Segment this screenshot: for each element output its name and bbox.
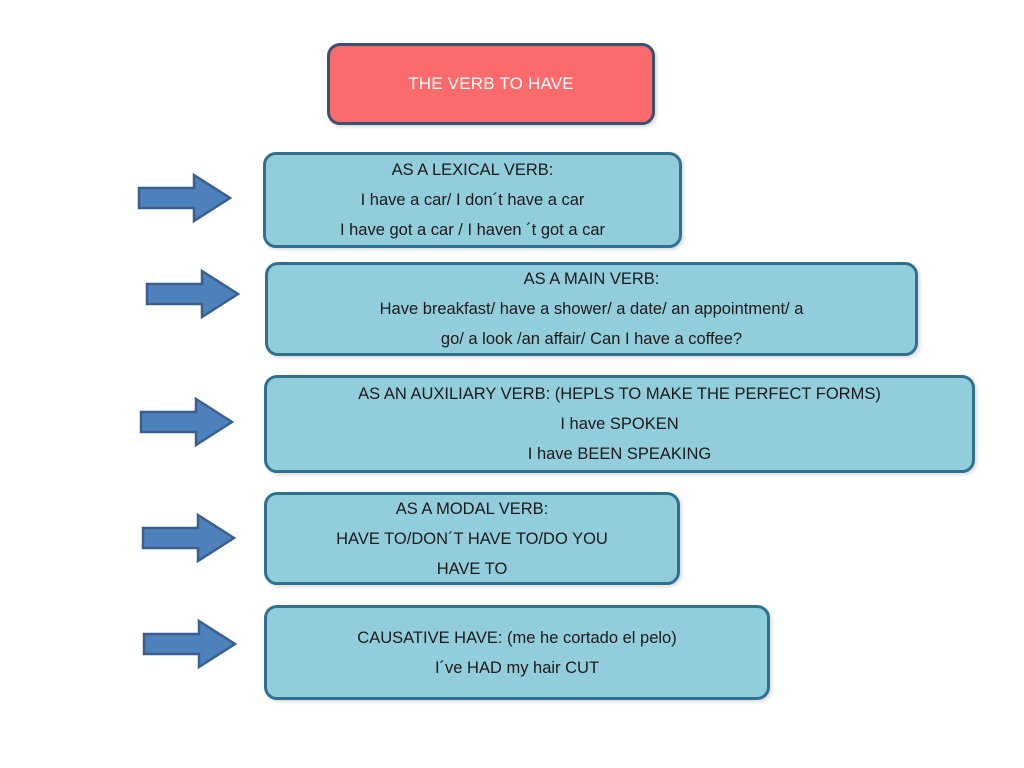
title-label: THE VERB TO HAVE xyxy=(408,74,574,93)
arrow-causative-have xyxy=(142,618,238,670)
box-auxiliary-verb[interactable]: AS AN AUXILIARY VERB: (HEPLS TO MAKE THE… xyxy=(264,375,975,473)
arrow-auxiliary-verb xyxy=(139,396,235,448)
arrow-lexical-verb xyxy=(137,172,233,224)
title-box-verb-to-have[interactable]: THE VERB TO HAVE xyxy=(327,43,655,125)
box-modal-verb[interactable]: AS A MODAL VERB: HAVE TO/DON´T HAVE TO/D… xyxy=(264,492,680,585)
arrow-modal-verb xyxy=(141,512,237,564)
box-auxiliary-verb-text: AS AN AUXILIARY VERB: (HEPLS TO MAKE THE… xyxy=(358,385,881,463)
box-modal-verb-text: AS A MODAL VERB: HAVE TO/DON´T HAVE TO/D… xyxy=(336,499,608,578)
box-lexical-verb-text: AS A LEXICAL VERB: I have a car/ I don´t… xyxy=(339,161,606,239)
box-main-verb-text: AS A MAIN VERB: Have breakfast/ have a s… xyxy=(379,270,804,348)
arrow-main-verb xyxy=(145,268,241,320)
box-lexical-verb[interactable]: AS A LEXICAL VERB: I have a car/ I don´t… xyxy=(263,152,682,248)
box-causative-have[interactable]: CAUSATIVE HAVE: (me he cortado el pelo) … xyxy=(264,605,770,700)
box-causative-have-text: CAUSATIVE HAVE: (me he cortado el pelo) … xyxy=(357,628,677,677)
box-main-verb[interactable]: AS A MAIN VERB: Have breakfast/ have a s… xyxy=(265,262,918,356)
